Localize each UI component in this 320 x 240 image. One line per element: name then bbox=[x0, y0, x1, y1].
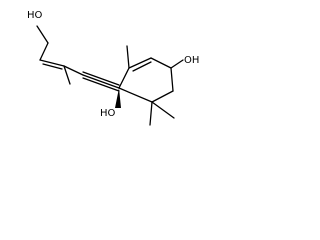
bond-ring-c6-methyl-b bbox=[151, 101, 175, 119]
bond-alkene-double bbox=[39, 59, 65, 67]
bond-ring-c1-oh-wedge bbox=[115, 88, 121, 108]
bond-ring-c3-c4 bbox=[150, 57, 172, 69]
bond-ch2-oh bbox=[36, 25, 49, 44]
bond-alkyne-triple-3 bbox=[82, 77, 120, 92]
bond-ring-c5-c6 bbox=[151, 90, 174, 103]
bond-ring-c2-c3-double bbox=[128, 57, 152, 69]
bond-alkyne-triple-2 bbox=[82, 74, 120, 89]
label-ho-ring-bottom: HO bbox=[100, 108, 116, 119]
bond-ring-c6-c1 bbox=[118, 87, 153, 103]
label-ho-chain: HO bbox=[27, 10, 43, 21]
bond-ring-c2-methyl bbox=[126, 45, 130, 69]
bond-ring-c6-methyl-a bbox=[149, 101, 153, 126]
bond-ch2-ch bbox=[39, 42, 49, 61]
bond-ring-c1-c2 bbox=[118, 67, 130, 89]
bond-alkyne-triple-1 bbox=[82, 71, 120, 86]
bond-ring-c2-c3-double-inner bbox=[132, 61, 152, 72]
molecule-structure-diagram: HO OH HO bbox=[27, 10, 199, 126]
bond-alkene-methyl bbox=[63, 65, 71, 85]
bond-ring-c4-c5 bbox=[170, 67, 174, 92]
label-oh-ring-top: OH bbox=[184, 55, 199, 66]
bond-ring-c4-oh bbox=[170, 59, 184, 69]
bond-alkene-double-inner bbox=[42, 63, 63, 70]
bond-alkene-alkyne bbox=[63, 65, 84, 76]
